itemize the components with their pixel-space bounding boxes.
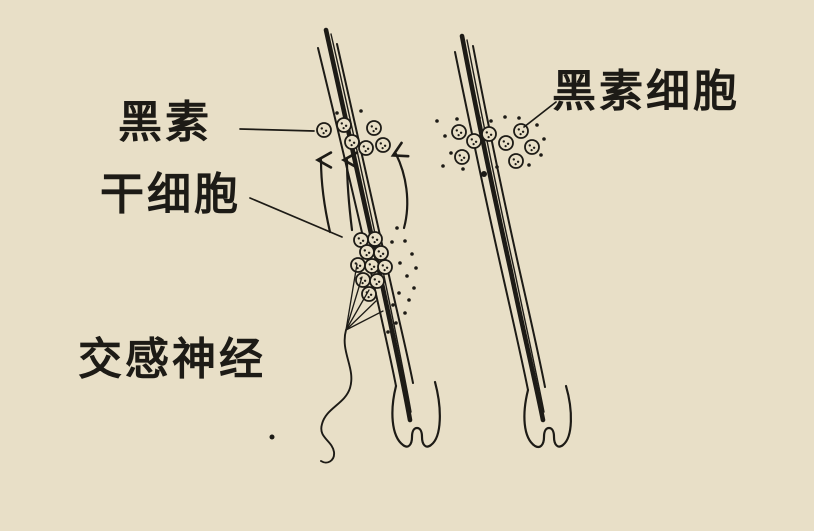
nerve-axon bbox=[320, 329, 353, 464]
new-melanocyte-cells bbox=[316, 109, 391, 156]
scatter-dots-left bbox=[386, 226, 418, 334]
right-follicle-wall-right bbox=[472, 45, 546, 388]
right-hair-shaft bbox=[459, 33, 546, 423]
migration-arrow bbox=[390, 141, 410, 230]
label-melanin: 黑素 bbox=[118, 98, 212, 147]
left-follicle-wall-right bbox=[336, 43, 414, 384]
left-follicle-wall-left bbox=[317, 47, 397, 387]
right-follicle-wall-left bbox=[454, 51, 529, 391]
pointer-line-melanocyte bbox=[523, 101, 557, 128]
left-follicle-bulb bbox=[391, 380, 441, 448]
label-stem-cell: 干细胞 bbox=[100, 170, 241, 219]
nerve-fiber bbox=[269, 263, 384, 464]
label-pointer-lines bbox=[239, 101, 557, 238]
label-sympathetic-nerve: 交感神经 bbox=[78, 335, 266, 384]
migration-arrow bbox=[341, 151, 359, 232]
pointer-line-melanin bbox=[239, 128, 315, 132]
left-hair-shaft bbox=[323, 27, 413, 423]
migration-arrow bbox=[315, 151, 333, 234]
migration-arrows bbox=[315, 141, 410, 234]
label-melanocyte: 黑素细胞 bbox=[552, 67, 740, 116]
pointer-line-stem-cell bbox=[249, 197, 343, 238]
scatter-dots-right bbox=[435, 115, 546, 177]
melanocyte-cluster bbox=[435, 115, 546, 177]
right-follicle-bulb bbox=[523, 384, 573, 449]
nerve-terminal-dot bbox=[269, 434, 275, 440]
nerve-branches bbox=[345, 263, 384, 331]
right-hair-shaft-edge bbox=[466, 39, 545, 413]
right-hair-follicle bbox=[454, 33, 573, 449]
